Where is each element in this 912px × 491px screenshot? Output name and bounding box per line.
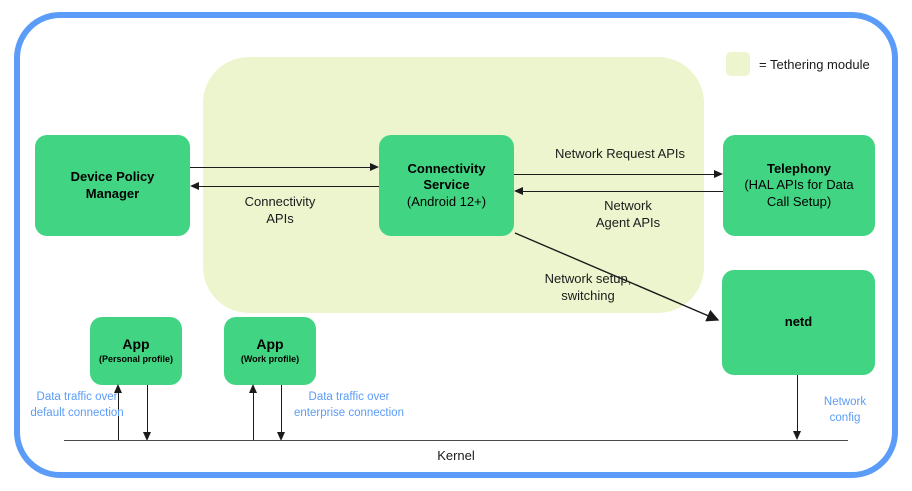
annotation-enterprise-connection: Data traffic over enterprise connection [294,391,404,419]
node-telephony-line2: (HAL APIs for Data [744,177,854,193]
node-app-personal-line1: App [122,336,150,353]
node-connectivity-service-line3: (Android 12+) [406,193,487,209]
edge-label-connectivity-apis: Connectivity APIs [244,194,316,227]
device-boundary-frame [14,12,898,478]
node-connectivity-service-line1: Connectivity [407,160,486,176]
edge-kernel-to-app-personal-arrowhead [114,384,122,393]
edge-netd-to-kernel-line [797,375,799,433]
node-netd[interactable]: netd [722,270,875,375]
edge-dpm-to-cs-line [190,167,370,169]
edge-app-work-to-kernel-line [281,385,283,435]
edge-kernel-to-app-work-line [253,390,255,440]
edge-dpm-to-cs-arrowhead [370,163,379,171]
node-netd-line1: netd [784,314,813,330]
node-telephony[interactable]: Telephony (HAL APIs for Data Call Setup) [723,135,875,236]
edge-app-work-to-kernel-arrowhead [277,432,285,441]
legend: = Tethering module [726,52,870,76]
node-app-personal-line2: (Personal profile) [98,354,173,365]
node-app-work-line1: App [256,336,284,353]
node-app-work-profile[interactable]: App (Work profile) [224,317,316,385]
edge-cs-to-dpm-line [199,186,379,188]
edge-kernel-to-app-work-arrowhead [249,384,257,393]
kernel-divider-line [64,440,848,442]
node-connectivity-service[interactable]: Connectivity Service (Android 12+) [379,135,514,236]
edge-label-network-request-apis: Network Request APIs [554,146,686,161]
edge-netd-to-kernel-arrowhead [793,431,801,440]
annotation-network-config: Network config [823,396,867,424]
edge-telephony-to-cs-arrowhead [514,187,523,195]
edge-app-personal-to-kernel-arrowhead [143,432,151,441]
node-app-personal-profile[interactable]: App (Personal profile) [90,317,182,385]
node-connectivity-service-line2: Service [423,177,470,193]
edge-label-network-setup-switching: Network setup, switching [544,271,632,304]
edge-telephony-to-cs-line [523,191,723,193]
tethering-module-swatch [726,52,750,76]
edge-cs-to-telephony-arrowhead [714,170,723,178]
edge-cs-to-dpm-arrowhead [190,182,199,190]
kernel-label: Kernel [437,448,475,463]
edge-app-personal-to-kernel-line [147,385,149,435]
node-telephony-line3: Call Setup) [766,193,832,209]
edge-label-network-agent-apis: Network Agent APIs [595,198,661,231]
edge-kernel-to-app-personal-line [118,390,120,440]
node-device-policy-manager[interactable]: Device Policy Manager [35,135,190,236]
edge-cs-to-telephony-line [514,174,714,176]
annotation-default-connection: Data traffic over default connection [30,391,124,419]
node-device-policy-manager-line1: Device Policy [70,168,155,184]
node-device-policy-manager-line2: Manager [85,185,140,201]
legend-label: = Tethering module [759,56,870,72]
node-app-work-line2: (Work profile) [240,354,300,365]
node-telephony-line1: Telephony [766,160,832,176]
